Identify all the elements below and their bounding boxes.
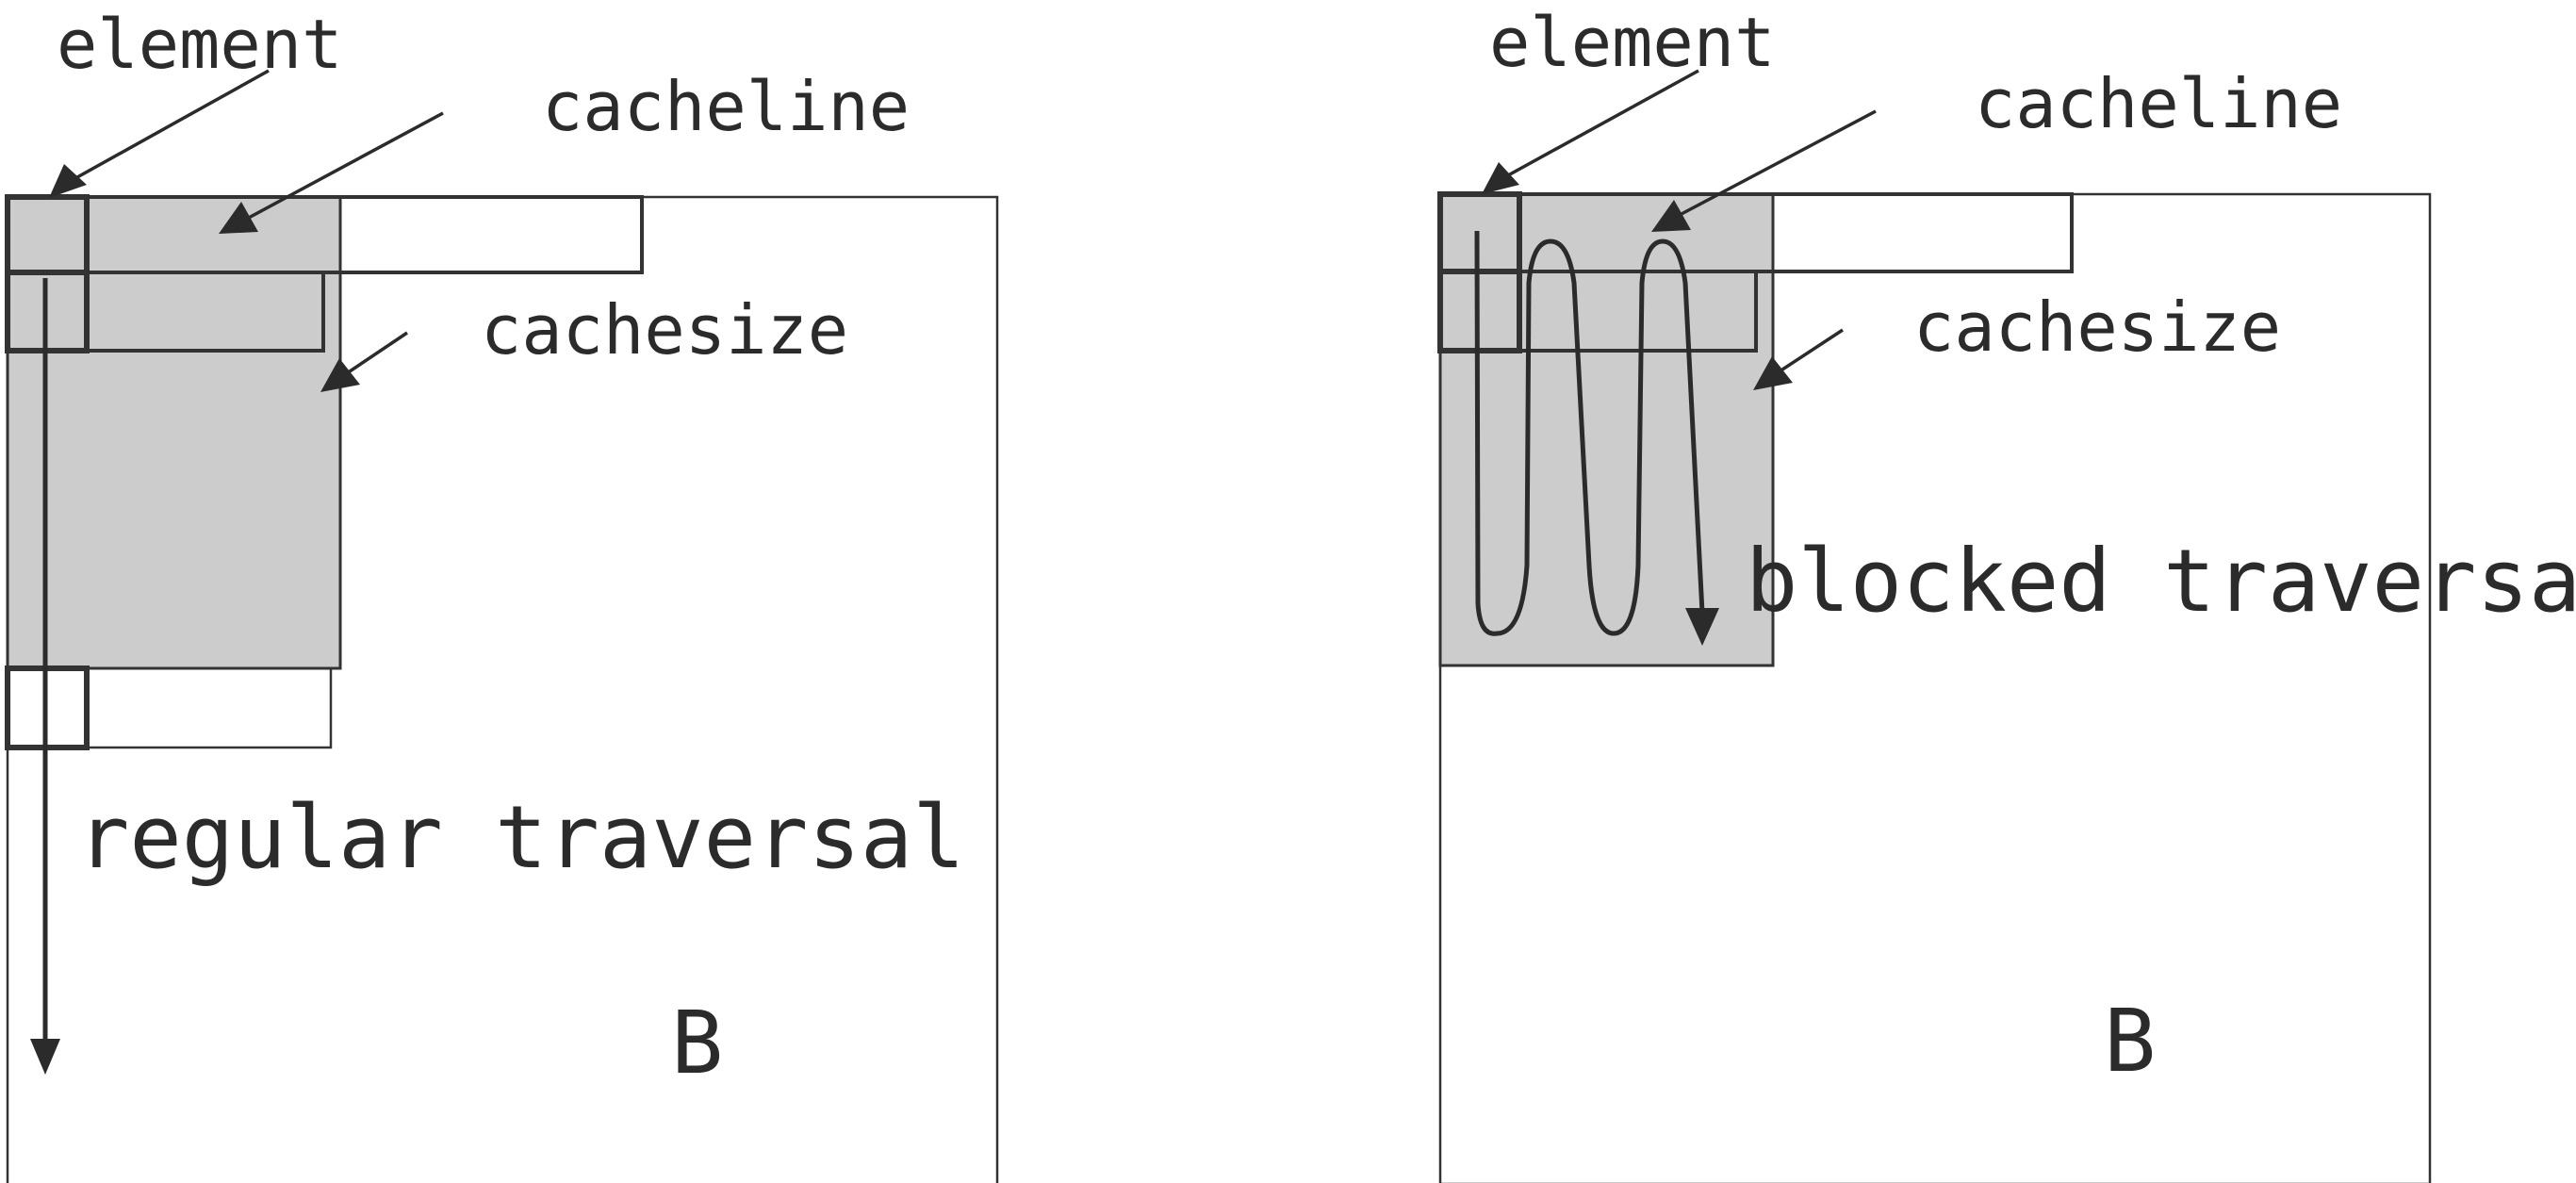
blocked-traversal-panel: element cacheline cachesize blocked trav… <box>1437 3 2576 1183</box>
cachesize-leader-blocked <box>1779 328 1844 373</box>
cachesize-leader-regular <box>346 331 408 375</box>
lower-cacheline-regular <box>6 666 333 749</box>
element-label-regular: element <box>57 5 342 84</box>
cacheline-label-regular: cacheline <box>542 67 910 146</box>
cachesize-leader-arrowhead-regular <box>320 358 360 392</box>
regular-traversal-panel: element cacheline cachesize regular trav… <box>5 5 999 1183</box>
cachesize-block-blocked <box>1438 192 1775 667</box>
blocked-traversal-arrowhead <box>1685 608 1719 646</box>
cachesize-leader-arrowhead-blocked <box>1753 356 1793 390</box>
cachesize-block-regular <box>6 195 342 670</box>
cacheline-leader-arrowhead-blocked <box>1651 200 1691 232</box>
matrix-b-label-regular: B <box>671 993 723 1093</box>
cacheline-label-blocked: cacheline <box>1975 64 2342 143</box>
cacheline-leader-blocked <box>1679 109 1877 217</box>
element-leader-arrowhead-regular <box>49 164 87 198</box>
cacheline-leader-arrowhead-regular <box>219 202 258 234</box>
element-leader-blocked <box>1507 69 1699 177</box>
element-box-2-blocked <box>1437 269 1522 353</box>
regular-traversal-label: regular traversal <box>77 787 965 888</box>
cachesize-label-regular: cachesize <box>481 290 848 370</box>
element-leader-regular <box>76 69 270 179</box>
cacheline-leader-regular <box>246 111 444 221</box>
blocked-traversal-path <box>1474 230 1705 636</box>
blocked-traversal-label: blocked traversal <box>1746 531 2576 632</box>
element-label-blocked: element <box>1489 3 1775 82</box>
cachesize-label-blocked: cachesize <box>1913 288 2281 367</box>
element-leader-arrowhead-blocked <box>1482 162 1519 194</box>
regular-traversal-arrowhead <box>30 1039 60 1075</box>
matrix-b-label-blocked: B <box>2104 991 2156 1092</box>
